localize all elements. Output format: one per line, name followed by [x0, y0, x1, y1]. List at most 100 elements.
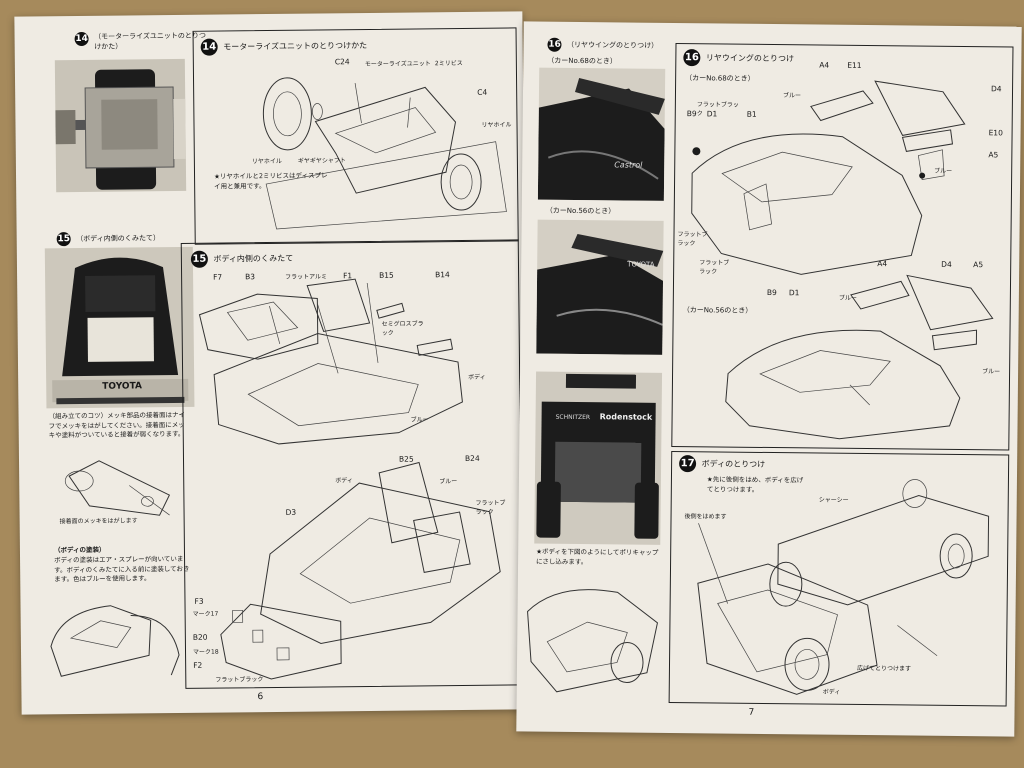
label-d1: D1 — [706, 109, 718, 119]
label-b15: B15 — [379, 270, 394, 280]
step17-photo-illustration — [527, 589, 658, 693]
step14-frame — [192, 27, 519, 245]
label-mark-18: マーク18 — [192, 648, 219, 656]
right-page: 16 （リヤウイングのとりつけ） （カーNo.68のとき） Castrol （カ… — [516, 21, 1022, 737]
label-blue: ブルー — [782, 92, 802, 100]
step17-header: 17 ボディのとりつけ — [679, 455, 765, 473]
label-b14: B14 — [435, 270, 450, 280]
label-d3: D3 — [285, 507, 297, 517]
label-rear-fit: 後側をはめます — [684, 513, 727, 521]
photo-text-schnitzer: SCHNITZER — [555, 413, 591, 422]
step15-diagram-upper — [198, 278, 463, 445]
step17-diagram — [697, 479, 990, 695]
photo-car56-caption: （カーNo.56のとき） — [545, 206, 616, 216]
label-e10: E10 — [988, 128, 1003, 138]
label-body-2: ボディ — [335, 477, 353, 485]
step16-photo-header: 16 （リヤウイングのとりつけ） — [547, 37, 659, 53]
label-mark-17: マーク17 — [192, 610, 219, 618]
paint-illustration — [50, 605, 180, 677]
step16-photo-car56: TOYOTA — [536, 219, 664, 355]
label-b1: B1 — [746, 109, 757, 119]
step16-car68-caption: （カーNo.68のとき） — [685, 74, 755, 83]
label-flat-black-2: フラットブラック — [215, 676, 264, 684]
label-spread: 広げてとりつけます — [856, 664, 912, 673]
step16-car56-caption: （カーNo.56のとき） — [682, 306, 753, 315]
label-f7: F7 — [213, 272, 223, 282]
photo-text-toyota: TOYOTA — [627, 260, 655, 269]
label-blue-4: ブルー — [982, 368, 1001, 376]
tip-illustration — [64, 460, 171, 516]
label-screw: 2ミリビス — [434, 59, 463, 68]
step15-photo: TOYOTA — [44, 246, 195, 409]
step16-photo-car68: Castrol — [537, 67, 666, 201]
label-c4: C4 — [477, 87, 488, 97]
label-rear-wheel-right: リヤホイル — [481, 121, 512, 129]
step15-photo-header: 15 （ボディ内側のくみたて） — [56, 231, 161, 247]
label-flat-black-3: フラットブラック — [699, 259, 730, 276]
step17-title: ボディのとりつけ — [701, 459, 766, 469]
step16-photo-number: 16 — [547, 37, 562, 52]
step16-photo-title: （リヤウイングのとりつけ） — [566, 40, 659, 50]
photo-text-castrol: Castrol — [614, 160, 643, 170]
step14-note: ★リヤホイルと2ミリビスはディスプレイ用と兼用です。 — [214, 171, 328, 191]
label-e11: E11 — [847, 60, 862, 70]
label-flat-black: フラットブラック — [475, 499, 506, 516]
label-f1: F1 — [343, 271, 353, 281]
left-page: 14 （モーターライズユニットのとりつけかた） 14 モーターライズユニットのと… — [14, 11, 530, 715]
step16-title: リヤウイングのとりつけ — [705, 53, 795, 64]
label-b20: B20 — [192, 632, 208, 642]
step14-number: 14 — [200, 38, 218, 56]
step16-diagram-car56 — [725, 274, 994, 440]
step14-photo-number: 14 — [74, 31, 89, 47]
step15-number: 15 — [190, 250, 208, 268]
step16-diagram-car68 — [691, 80, 966, 275]
label-b9-b: B9 — [766, 287, 777, 298]
label-semi-gloss-black: セミグロスブラック — [381, 320, 424, 337]
label-blue-2: ブルー — [934, 167, 953, 175]
step17-number: 17 — [679, 455, 697, 473]
label-flat-black-2: フラットブラック — [677, 231, 708, 248]
label-b24: B24 — [464, 453, 480, 463]
step14-header: 14 モーターライズユニットのとりつけかた — [200, 37, 368, 56]
label-flat-aluminum: フラットアルミ — [285, 273, 328, 281]
step15-photo-title: （ボディ内側のくみたて） — [76, 234, 161, 244]
tip-caption: 接着面のメッキをはがします — [59, 517, 138, 526]
step15-frame — [180, 239, 524, 689]
label-f2: F2 — [193, 660, 203, 670]
step14-photo — [54, 58, 187, 193]
label-f3: F3 — [194, 596, 204, 606]
step14-diagram — [262, 77, 507, 230]
step15-header: 15 ボディ内側のくみたて — [190, 250, 294, 268]
label-a5-b: A5 — [973, 260, 984, 270]
step17-photo: SCHNITZER Rodenstock — [534, 371, 663, 545]
label-blue: ブルー — [410, 416, 429, 424]
label-a5: A5 — [988, 150, 999, 160]
right-page-number: 7 — [748, 707, 755, 718]
label-blue-2: ブルー — [439, 478, 458, 486]
photo-text-rodenstock: Rodenstock — [599, 412, 653, 422]
step17-photo-note: ★ボディを下図のようにしてポリキャップにさし込みます。 — [536, 547, 659, 566]
step14-title: モーターライズユニットのとりつけかた — [223, 40, 368, 52]
label-flat-black: フラットブラック — [696, 101, 739, 118]
step17-note: ★先に後側をはめ、ボディを広げてとりつけます。 — [706, 475, 804, 494]
photo-car68-caption: （カーNo.68のとき） — [547, 56, 617, 66]
assembly-tip: （組み立てのコツ）メッキ部品の接着面はナイフでメッキをはがしてください。接着面に… — [48, 410, 186, 440]
step15-title: ボディ内側のくみたて — [213, 253, 294, 264]
label-body: ボディ — [822, 688, 841, 696]
label-b3: B3 — [245, 272, 256, 282]
photo-plate-text: TOYOTA — [102, 381, 143, 392]
step15-photo-number: 15 — [56, 232, 71, 247]
label-body: ボディ — [468, 373, 486, 381]
left-page-number: 6 — [257, 692, 264, 703]
label-b25: B25 — [398, 454, 414, 464]
step16-header: 16 リヤウイングのとりつけ — [683, 49, 794, 67]
label-rear-wheel-left: リヤホイル — [251, 157, 282, 166]
label-chassis: シャーシー — [818, 496, 849, 504]
label-a4: A4 — [819, 60, 830, 70]
label-a4-b: A4 — [877, 259, 888, 269]
label-d4: D4 — [991, 84, 1002, 94]
label-d4-b: D4 — [941, 259, 952, 269]
paint-text: ボディの塗装はエア・スプレーが向いています。ボディのくみたてに入る前に塗装してお… — [54, 554, 190, 584]
label-b9: B9 — [686, 109, 697, 119]
label-d1-b: D1 — [788, 288, 800, 298]
